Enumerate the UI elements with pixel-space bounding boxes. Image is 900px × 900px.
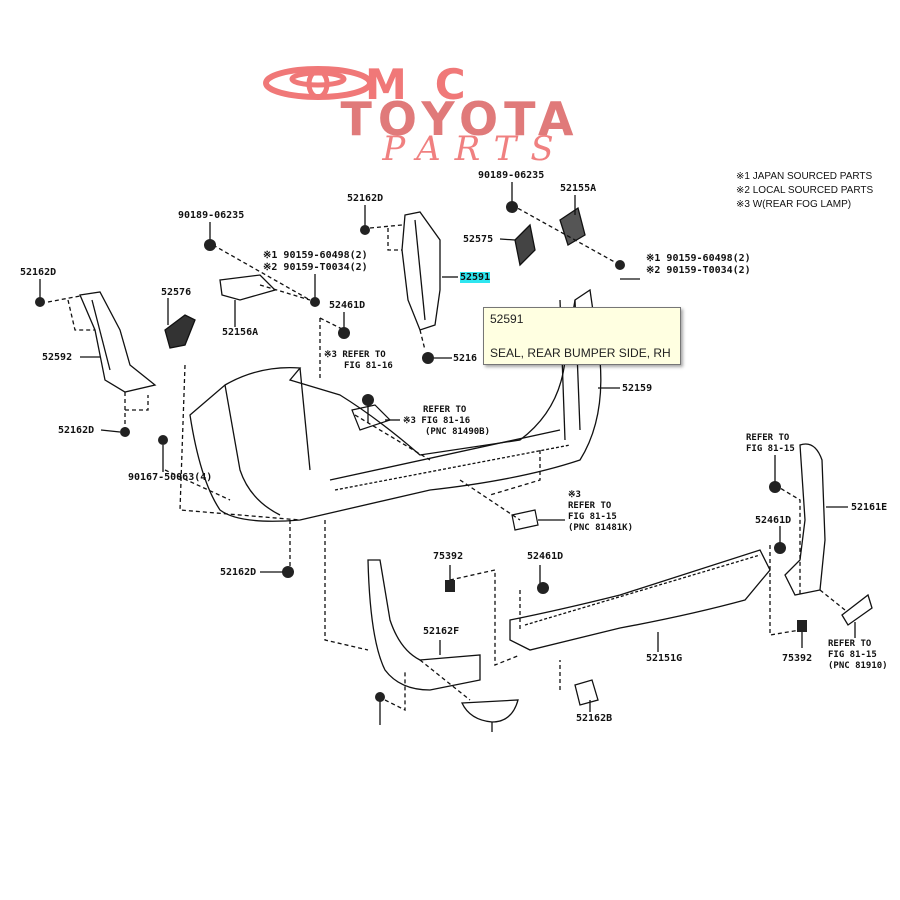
part-label[interactable]: 52156A (222, 327, 259, 338)
part-label[interactable]: 52592 (42, 352, 73, 363)
screw (769, 481, 781, 493)
seal-lh-52592 (79, 291, 157, 393)
part-tooltip: 52591 SEAL, REAR BUMPER SIDE, RH (483, 307, 681, 365)
nut-52461d (338, 327, 350, 339)
tooltip-description: SEAL, REAR BUMPER SIDE, RH (490, 346, 671, 360)
part-label[interactable]: ※1 90159-60498(2) (263, 250, 368, 261)
legend-item: ※2 LOCAL SOURCED PARTS (736, 185, 874, 196)
part-label[interactable]: 90189-06235 (478, 170, 545, 181)
logo-toyota-text: TOYOTA (340, 92, 580, 146)
part-label[interactable]: 52162F (423, 626, 460, 637)
clip-52162d (422, 352, 434, 364)
bracket-52155a (559, 206, 586, 246)
part-label[interactable]: 52155A (560, 183, 597, 194)
screw-90159 (615, 260, 625, 270)
screw (362, 394, 374, 406)
part-label[interactable]: 52162D (58, 425, 95, 436)
part-52575 (514, 223, 536, 267)
part-label-selected[interactable]: 52591 (460, 272, 491, 283)
bracket-ref-81481k (511, 509, 539, 531)
part-label[interactable]: 90167-50063(4) (128, 472, 213, 483)
part-label[interactable]: 52151G (646, 653, 683, 664)
part-52161e (784, 443, 826, 596)
part-label[interactable]: 52162B (576, 713, 613, 724)
logo-parts-text: PARTS (382, 129, 568, 169)
screw (375, 692, 385, 702)
part-lamp-lens (460, 699, 519, 723)
part-label[interactable]: 52159 (622, 383, 653, 394)
part-label[interactable]: ※2 90159-T0034(2) (646, 265, 751, 276)
clip-75392 (445, 580, 455, 592)
part-label[interactable]: 52461D (329, 300, 366, 311)
part-label[interactable]: 52575 (463, 234, 494, 245)
reinforcement-52151g (509, 549, 771, 651)
part-label[interactable]: 52162D (20, 267, 57, 278)
part-label[interactable]: ※1 90159-60498(2) (646, 253, 751, 264)
part-52162b (574, 679, 599, 706)
part-label[interactable]: 52161E (851, 502, 888, 513)
reference-note: REFER TO※3 FIG 81-16(PNC 81490B) (403, 405, 491, 437)
part-52576 (164, 314, 196, 349)
rear-bumper-cover (189, 288, 602, 522)
screw-90159 (310, 297, 320, 307)
part-label[interactable]: 5216 (453, 353, 478, 364)
legend-item: ※1 JAPAN SOURCED PARTS (736, 171, 873, 182)
omc-toyota-parts-logo: MC TOYOTA PARTS (255, 60, 665, 166)
clip-75392 (797, 620, 807, 632)
part-label[interactable]: 52576 (161, 287, 192, 298)
screw-90167 (158, 435, 168, 445)
toyota-emblem-icon (263, 66, 373, 100)
seal-rh-52591 (401, 211, 441, 331)
part-reflector (841, 593, 873, 626)
part-label[interactable]: 52461D (527, 551, 564, 562)
clip-52162d (35, 297, 45, 307)
part-52162f (367, 559, 481, 691)
legend-item: ※3 W(REAR FOG LAMP) (736, 199, 852, 210)
part-label[interactable]: 52162D (347, 193, 384, 204)
bracket-ref-81490b (351, 404, 392, 431)
clip-52162d (360, 225, 370, 235)
part-label[interactable]: 75392 (782, 653, 813, 664)
part-label[interactable]: 90189-06235 (178, 210, 245, 221)
clip-52162d (120, 427, 130, 437)
part-label[interactable]: ※2 90159-T0034(2) (263, 262, 368, 273)
logo-mc-text: MC (365, 60, 494, 109)
screw-90189 (204, 239, 216, 251)
part-label[interactable]: 52162D (220, 567, 257, 578)
tooltip-part-number: 52591 (490, 312, 524, 326)
part-label[interactable]: 52461D (755, 515, 792, 526)
nut-52461d (774, 542, 786, 554)
nut-52461d (537, 582, 549, 594)
clip-52162d (282, 566, 294, 578)
bracket-52156a (219, 274, 277, 301)
part-label[interactable]: 75392 (433, 551, 464, 562)
screw-90189 (506, 201, 518, 213)
